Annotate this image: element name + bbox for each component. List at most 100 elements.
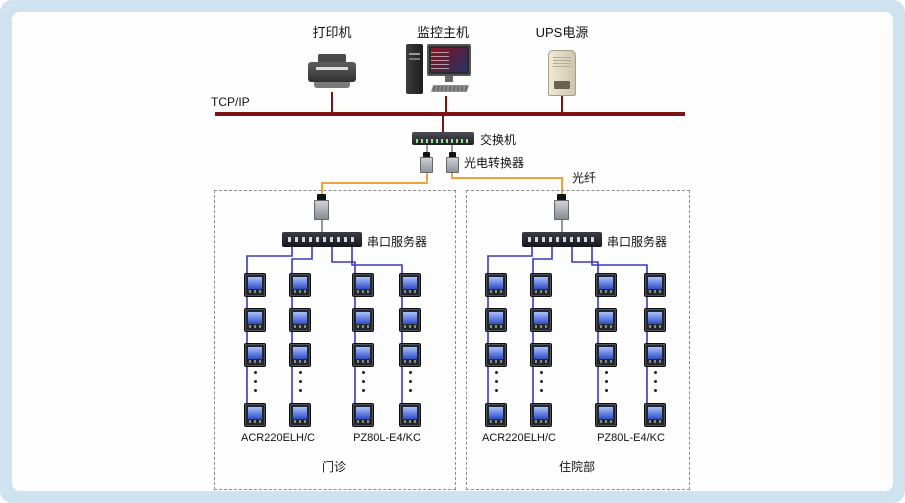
meter-display	[489, 407, 503, 419]
power-meter	[530, 403, 552, 427]
meter-model-label: ACR220ELH/C	[241, 432, 315, 444]
power-meter	[485, 343, 507, 367]
meter-buttons	[249, 325, 261, 328]
ups-label: UPS电源	[535, 25, 589, 40]
power-meter	[595, 308, 617, 332]
meter-display	[248, 347, 262, 359]
power-meter	[595, 403, 617, 427]
power-meter	[399, 273, 421, 297]
zone-label-outpatient: 门诊	[321, 460, 346, 474]
power-meter	[352, 273, 374, 297]
printer-body	[308, 62, 356, 82]
meter-buttons	[490, 325, 502, 328]
meter-display	[648, 347, 662, 359]
printer-paper	[316, 67, 348, 70]
monitor-screen-content	[431, 49, 449, 69]
meter-display	[293, 277, 307, 289]
meter-buttons	[357, 360, 369, 363]
converter-body	[446, 157, 459, 173]
converter-cap	[317, 194, 326, 201]
monitoring-host-device	[406, 40, 472, 98]
meter-display	[599, 347, 613, 359]
meter-buttons	[649, 360, 661, 363]
meter-display	[356, 347, 370, 359]
meter-buttons	[649, 290, 661, 293]
meter-display	[248, 312, 262, 324]
converter-body	[554, 200, 569, 220]
printer-label: 打印机	[312, 25, 352, 40]
inpatient-zone-box	[466, 190, 690, 490]
power-meter	[289, 273, 311, 297]
ellipsis-dots	[360, 371, 366, 398]
ups-vents	[553, 56, 571, 67]
serial-server-label-left: 串口服务器	[367, 235, 428, 249]
meter-display	[293, 312, 307, 324]
meter-display	[489, 277, 503, 289]
converter-body	[314, 200, 329, 220]
meter-display	[293, 407, 307, 419]
meter-display	[534, 312, 548, 324]
meter-display	[648, 407, 662, 419]
tower-drive-slot2	[409, 58, 420, 60]
meter-display	[599, 277, 613, 289]
meter-buttons	[404, 325, 416, 328]
power-meter	[485, 403, 507, 427]
serial-server-left	[282, 232, 362, 247]
power-meter	[485, 273, 507, 297]
ellipsis-dots	[407, 371, 413, 398]
power-meter	[352, 308, 374, 332]
serial-server-right	[522, 232, 602, 247]
power-meter	[595, 273, 617, 297]
power-meter	[244, 308, 266, 332]
meter-display	[599, 312, 613, 324]
zone-media-converter-right	[554, 194, 569, 220]
meter-buttons	[404, 420, 416, 423]
meter-model-label: ACR220ELH/C	[482, 432, 556, 444]
meter-buttons	[600, 325, 612, 328]
meter-buttons	[294, 420, 306, 423]
ellipsis-dots	[493, 371, 499, 398]
switch-ports	[416, 139, 470, 143]
meter-display	[403, 407, 417, 419]
meter-buttons	[535, 325, 547, 328]
meter-display	[489, 312, 503, 324]
power-meter	[289, 403, 311, 427]
tower-drive-slot	[409, 53, 420, 55]
meter-buttons	[249, 420, 261, 423]
meter-display	[534, 347, 548, 359]
meter-display	[356, 407, 370, 419]
meter-buttons	[600, 290, 612, 293]
printer-device	[308, 54, 356, 94]
meter-buttons	[535, 290, 547, 293]
meter-display	[648, 312, 662, 324]
meter-display	[403, 277, 417, 289]
printer-feeder	[318, 54, 346, 63]
monitor-stand	[445, 76, 453, 82]
fiber-label: 光纤	[572, 171, 597, 185]
meter-buttons	[249, 360, 261, 363]
power-meter	[530, 273, 552, 297]
meter-buttons	[490, 290, 502, 293]
meter-model-label: PZ80L-E4/KC	[353, 432, 421, 444]
zone-label-inpatient: 住院部	[558, 460, 595, 474]
ellipsis-dots	[252, 371, 258, 398]
outpatient-zone-box	[214, 190, 456, 490]
power-meter	[644, 273, 666, 297]
power-meter	[644, 343, 666, 367]
power-meter	[399, 308, 421, 332]
media-converter-right	[446, 152, 459, 173]
meter-display	[648, 277, 662, 289]
converter-cap	[557, 194, 566, 201]
computer-tower	[406, 44, 423, 94]
zone-media-converter-left	[314, 194, 329, 220]
power-meter	[352, 343, 374, 367]
meter-buttons	[649, 325, 661, 328]
ellipsis-dots	[297, 371, 303, 398]
meter-display	[356, 312, 370, 324]
media-converter-left	[420, 152, 433, 173]
power-meter	[244, 343, 266, 367]
power-meter	[399, 343, 421, 367]
meter-display	[356, 277, 370, 289]
power-meter	[595, 343, 617, 367]
power-meter	[244, 273, 266, 297]
